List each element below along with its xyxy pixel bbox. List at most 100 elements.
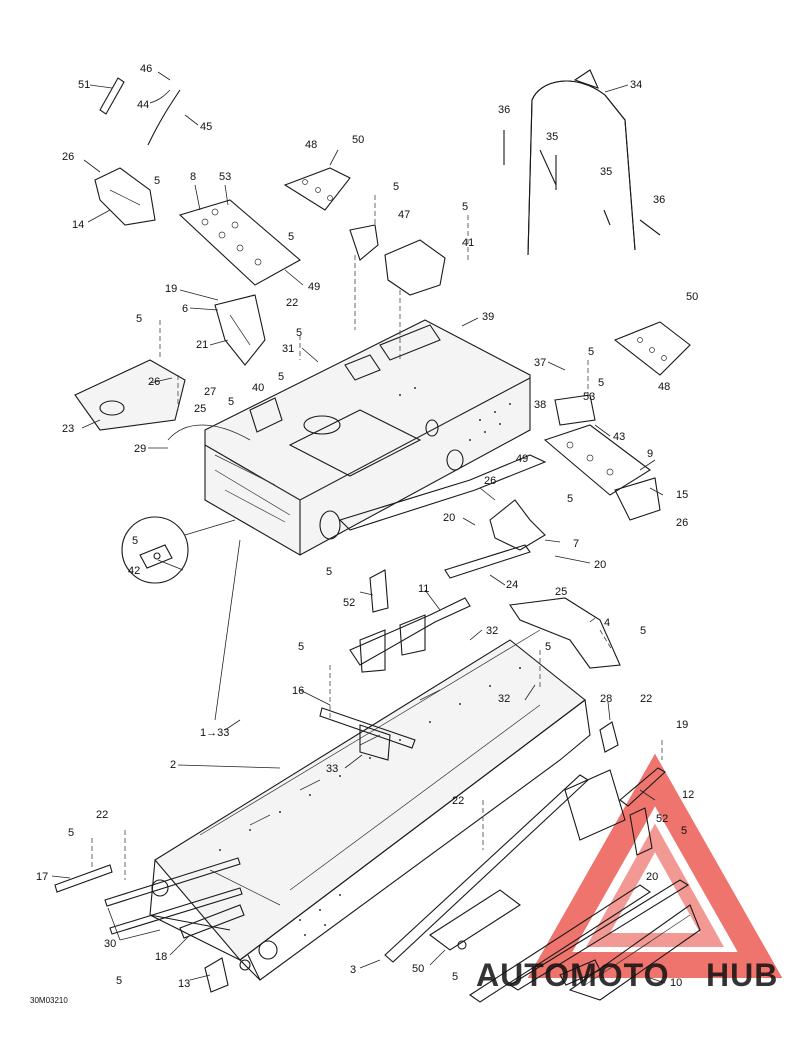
callout-49: 49 <box>308 281 320 293</box>
callout-5: 5 <box>545 641 551 653</box>
callout-13: 13 <box>178 978 190 990</box>
callout-36: 36 <box>498 104 510 116</box>
callout-45: 45 <box>200 121 212 133</box>
callout-5: 5 <box>326 566 332 578</box>
callout-26: 26 <box>676 517 688 529</box>
callout-25: 25 <box>194 403 206 415</box>
drawing-code: 30M03210 <box>30 996 68 1005</box>
callout-19: 19 <box>165 283 177 295</box>
callout-48: 48 <box>658 381 670 393</box>
callout-50: 50 <box>352 134 364 146</box>
callout-23: 23 <box>62 423 74 435</box>
callout-41: 41 <box>462 237 474 249</box>
callout-20: 20 <box>646 871 658 883</box>
callout-26: 26 <box>484 475 496 487</box>
callout-42: 42 <box>128 565 140 577</box>
callout-5: 5 <box>640 625 646 637</box>
callout-21: 21 <box>196 339 208 351</box>
callout-52: 52 <box>343 597 355 609</box>
callout-44: 44 <box>137 99 149 111</box>
guide-lines <box>91 195 663 880</box>
callout-5: 5 <box>154 175 160 187</box>
watermark-text: AUTOMOTO HUB <box>476 957 778 993</box>
watermark-text-orange: AUTOMOTO <box>476 957 669 993</box>
plate-bottom <box>429 889 521 951</box>
callout-18: 18 <box>155 951 167 963</box>
callout-15: 15 <box>676 489 688 501</box>
callout-28: 28 <box>600 693 612 705</box>
callout-30: 30 <box>104 938 116 950</box>
callout-53: 53 <box>219 171 231 183</box>
callout-5: 5 <box>68 827 74 839</box>
callout-5: 5 <box>462 201 468 213</box>
callout-5: 5 <box>298 641 304 653</box>
callout-40: 40 <box>252 382 264 394</box>
callout-32: 32 <box>498 693 510 705</box>
callout-46: 46 <box>140 63 152 75</box>
callout-47: 47 <box>398 209 410 221</box>
upper-right-parts <box>319 69 691 856</box>
chassis-frame <box>204 319 547 556</box>
callout-5: 5 <box>228 396 234 408</box>
callout-5: 5 <box>288 231 294 243</box>
callout-5: 5 <box>136 313 142 325</box>
callout-19: 19 <box>676 719 688 731</box>
callout-8: 8 <box>190 171 196 183</box>
callout-5: 5 <box>598 377 604 389</box>
callout-labels: 51 46 44 45 34 36 35 35 36 48 50 26 5 14… <box>36 63 698 990</box>
callout-31: 31 <box>282 343 294 355</box>
callout-43: 43 <box>613 431 625 443</box>
callout-16: 16 <box>292 685 304 697</box>
callout-34: 34 <box>630 79 642 91</box>
callout-10: 10 <box>670 977 682 989</box>
callout-7: 7 <box>573 538 579 550</box>
callout-35: 35 <box>546 131 558 143</box>
callout-26: 26 <box>62 151 74 163</box>
callout-52: 52 <box>656 813 668 825</box>
callout-32: 32 <box>486 625 498 637</box>
watermark-text-grey: HUB <box>706 957 778 993</box>
callout-1-33: 1→33 <box>200 727 229 739</box>
callout-12: 12 <box>682 789 694 801</box>
callout-14: 14 <box>72 219 84 231</box>
callout-6: 6 <box>182 303 188 315</box>
callout-2: 2 <box>170 759 176 771</box>
callout-5: 5 <box>452 971 458 983</box>
callout-5: 5 <box>567 493 573 505</box>
callout-22: 22 <box>452 795 464 807</box>
upper-left-parts <box>74 77 446 584</box>
callout-9: 9 <box>647 448 653 460</box>
callout-50: 50 <box>412 963 424 975</box>
tunnel-part <box>149 629 591 981</box>
callout-5: 5 <box>681 825 687 837</box>
callout-27: 27 <box>204 386 216 398</box>
callout-48: 48 <box>305 139 317 151</box>
callout-39: 39 <box>482 311 494 323</box>
callout-50: 50 <box>686 291 698 303</box>
callout-35: 35 <box>600 166 612 178</box>
callout-5: 5 <box>278 371 284 383</box>
callout-53: 53 <box>583 391 595 403</box>
callout-49: 49 <box>516 453 528 465</box>
callout-36: 36 <box>653 194 665 206</box>
callout-11: 11 <box>418 583 429 595</box>
callout-3: 3 <box>350 964 356 976</box>
callout-5: 5 <box>116 975 122 987</box>
callout-5: 5 <box>588 346 594 358</box>
callout-22: 22 <box>640 693 652 705</box>
callout-22: 22 <box>96 809 108 821</box>
callout-51: 51 <box>78 79 90 91</box>
callout-22: 22 <box>286 297 298 309</box>
callout-33: 33 <box>326 763 338 775</box>
leader-lines <box>51 71 666 984</box>
callout-24: 24 <box>506 579 518 591</box>
callout-5: 5 <box>132 535 138 547</box>
callout-4: 4 <box>604 617 610 629</box>
callout-20: 20 <box>594 559 606 571</box>
callout-26: 26 <box>148 376 160 388</box>
callout-17: 17 <box>36 871 48 883</box>
callout-5: 5 <box>296 327 302 339</box>
callout-20: 20 <box>443 512 455 524</box>
callout-38: 38 <box>534 399 546 411</box>
